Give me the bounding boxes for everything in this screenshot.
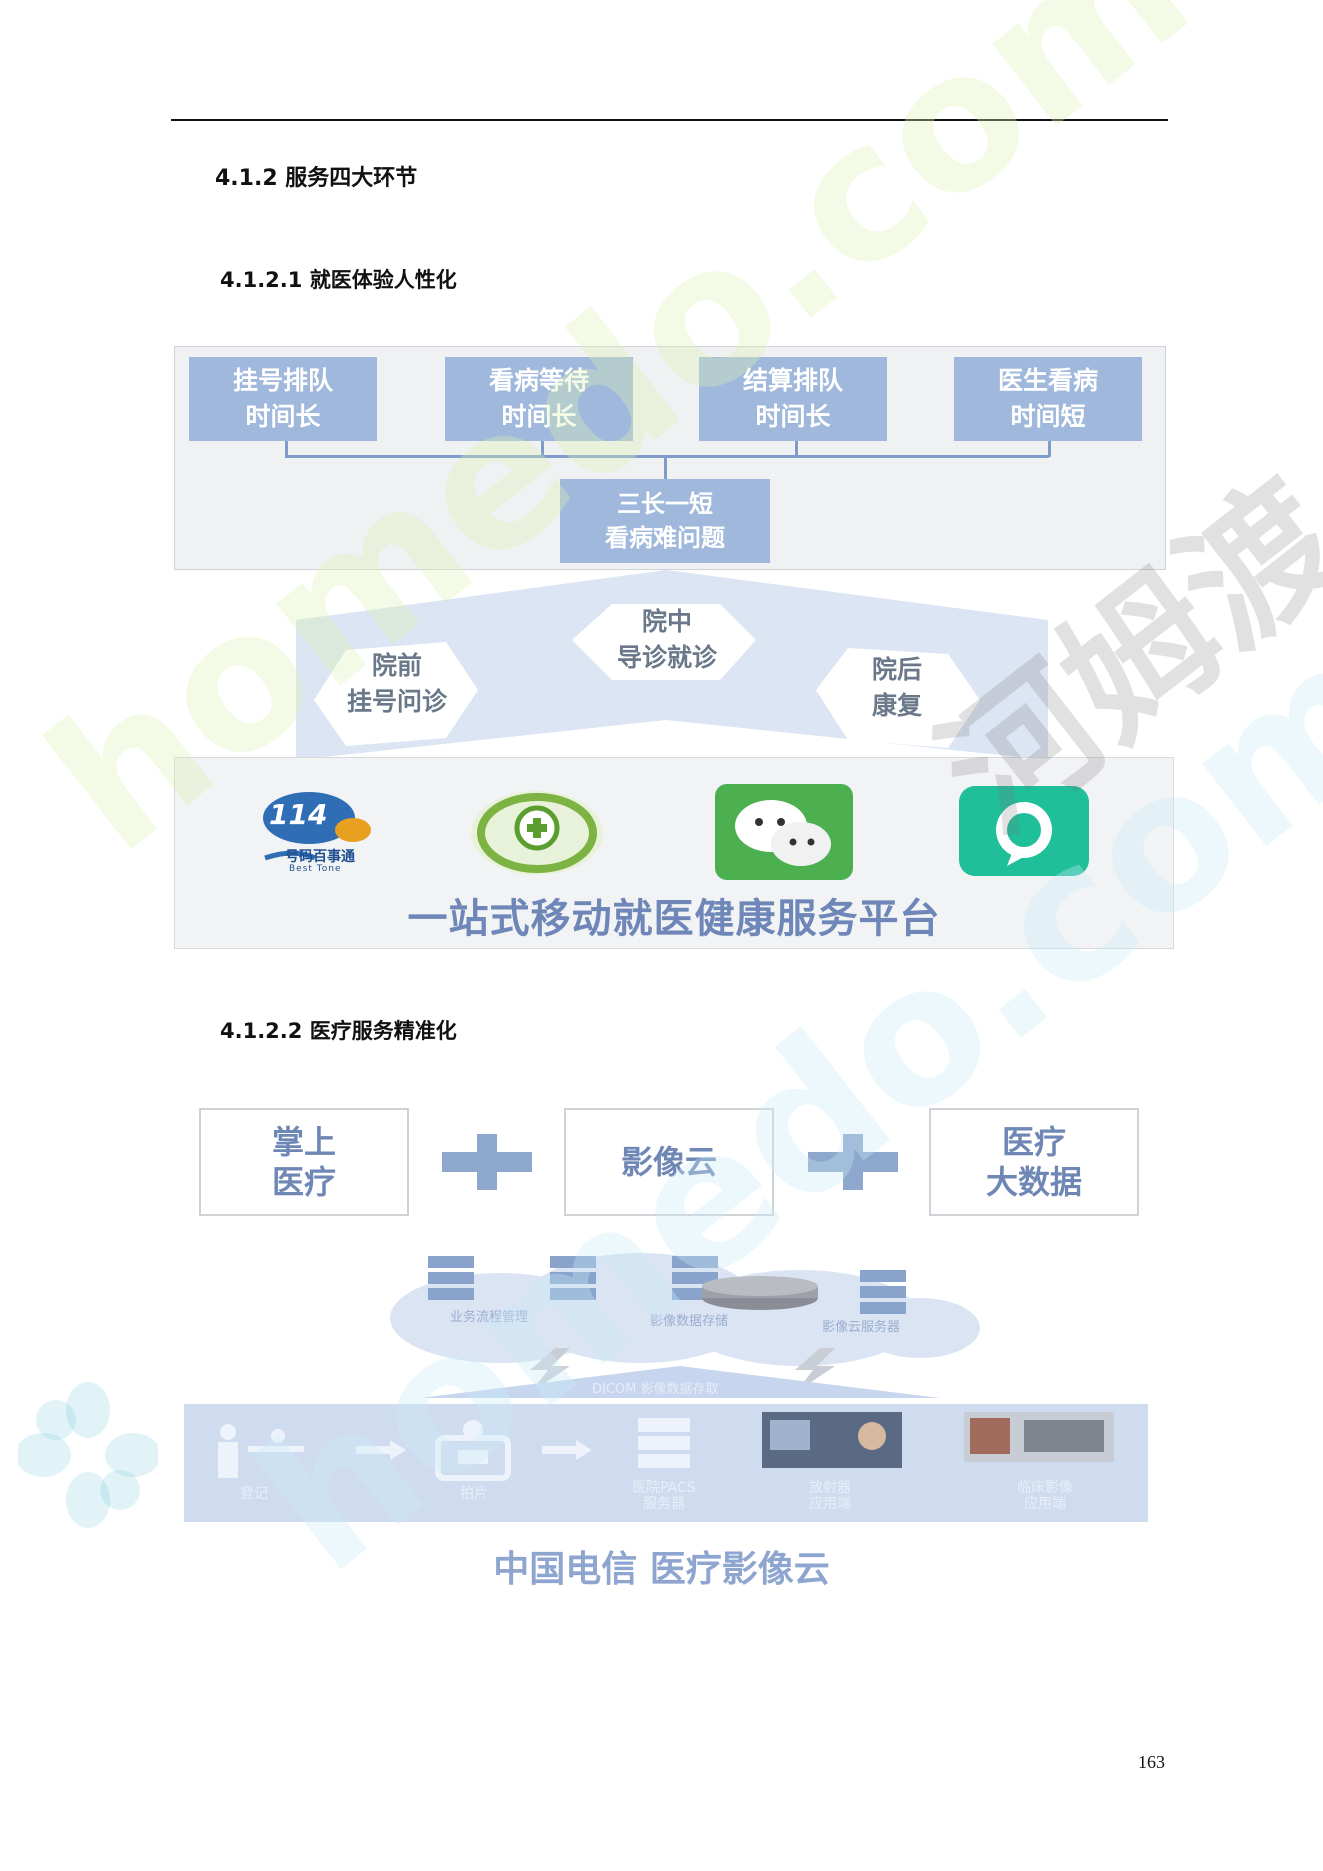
stages-band: 院前 挂号问诊 院中 导诊就诊 院后 康复 — [296, 570, 1048, 760]
problem-box-4: 医生看病 时间短 — [954, 357, 1142, 441]
stage-post: 院后 康复 — [871, 655, 922, 720]
best-tone-name: 号码百事通 — [285, 849, 355, 865]
flow-label-clinical: 临床影像 应用端 — [1017, 1480, 1073, 1512]
section-heading: 4.1.2 服务四大环节 — [215, 166, 418, 191]
connector-line — [541, 441, 544, 457]
flow-label-scan: 拍片 — [460, 1486, 488, 1502]
xray-machine-icon — [435, 1420, 511, 1481]
hex-pre — [314, 642, 478, 746]
problem-box-3: 结算排队 时间长 — [699, 357, 887, 441]
connector-line — [1048, 441, 1051, 457]
plus-icon — [808, 1134, 898, 1190]
page-number: 163 — [1138, 1752, 1165, 1772]
subsection-heading-1: 4.1.2.1 就医体验人性化 — [220, 268, 457, 292]
image-cloud-caption: 中国电信 医疗影像云 — [493, 1549, 830, 1590]
platform-panel: 114 号码百事通 Best Tone — [174, 757, 1174, 949]
best-tone-logo-graphic — [263, 792, 371, 861]
arrow-icon — [542, 1440, 592, 1460]
plus-icon — [442, 1134, 532, 1190]
connector-line — [795, 441, 798, 457]
image-cloud-box: 影像云 — [564, 1108, 774, 1216]
hex-mid — [572, 604, 756, 680]
flower-watermark-icon — [18, 1382, 158, 1528]
dicom-label: DICOM 影像数据存取 — [592, 1382, 719, 1397]
stage-pre: 院前 挂号问诊 — [346, 651, 447, 716]
health-app-logo-icon — [467, 788, 607, 882]
cloud-label-storage: 影像数据存储 — [650, 1314, 729, 1329]
cloud-graphic — [390, 1253, 980, 1398]
subsection-heading-2: 4.1.2.2 医疗服务精准化 — [220, 1019, 457, 1043]
hex-post — [816, 648, 980, 748]
cloud-label-workflow: 业务流程管理 — [450, 1310, 529, 1325]
flow-label-pacs: 医院PACS 服务器 — [632, 1480, 696, 1512]
stages-band-shape — [296, 570, 1048, 760]
best-tone-sub: Best Tone — [289, 864, 342, 874]
connector-line — [664, 457, 667, 479]
pacs-server-icon — [638, 1418, 690, 1468]
wechat-logo-icon — [715, 784, 853, 884]
connector-line — [285, 441, 288, 457]
flow-label-radiology: 放射器 应用端 — [809, 1480, 851, 1512]
core-problem-box: 三长一短 看病难问题 — [560, 479, 770, 563]
registration-icon — [218, 1424, 304, 1478]
problems-panel: 挂号排队 时间长 看病等待 时间长 结算排队 时间长 医生看病 时间短 三长一短… — [174, 346, 1166, 570]
cloud-label-server: 影像云服务器 — [822, 1320, 901, 1335]
problem-box-2: 看病等待 时间长 — [445, 357, 633, 441]
header-rule — [171, 119, 1168, 121]
stage-mid: 院中 导诊就诊 — [616, 607, 717, 672]
connector-bar — [285, 455, 1049, 458]
problem-box-1: 挂号排队 时间长 — [189, 357, 377, 441]
best-tone-number: 114 — [269, 798, 328, 831]
clinical-photo-icon — [964, 1412, 1114, 1462]
arrow-icon — [356, 1440, 406, 1460]
platform-title: 一站式移动就医健康服务平台 — [407, 896, 941, 942]
workflow-band: 登记 拍片 医院PACS 服务器 放射器 应用端 临床影像 应用端 — [184, 1404, 1148, 1522]
best-tone-logo-icon: 114 号码百事通 Best Tone — [255, 788, 385, 878]
flow-label-register: 登记 — [240, 1486, 268, 1502]
mobile-medical-box: 掌上 医疗 — [199, 1108, 409, 1216]
radiology-photo-icon — [762, 1412, 902, 1468]
medical-bigdata-box: 医疗 大数据 — [929, 1108, 1139, 1216]
chat-app-logo-icon — [959, 786, 1089, 880]
